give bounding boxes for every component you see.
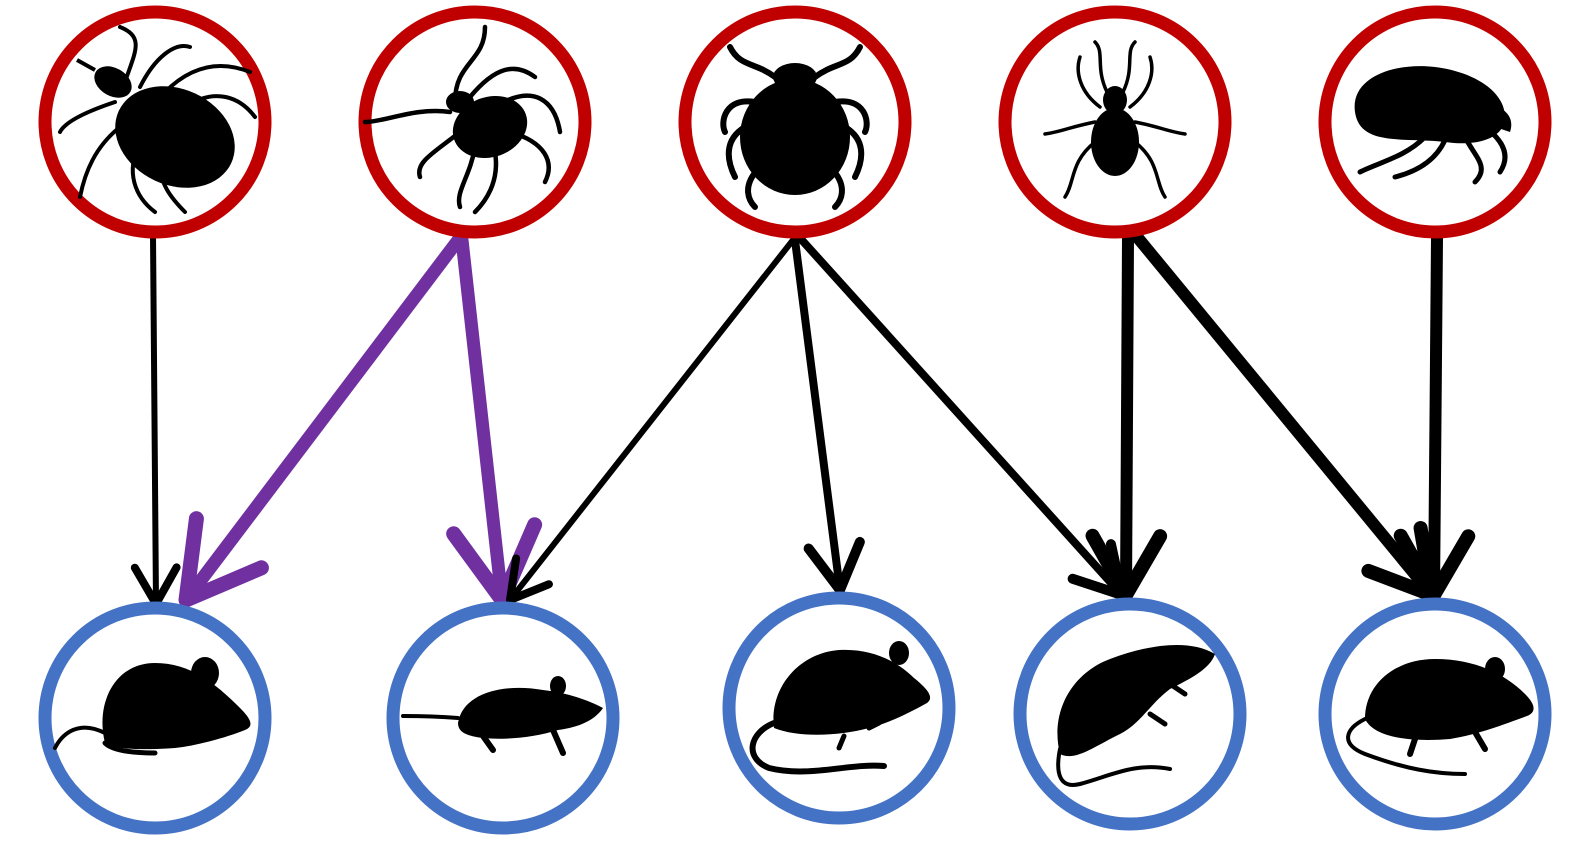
vector-node-v5 — [1325, 12, 1545, 232]
edges-layer — [135, 235, 1468, 604]
edge-line — [1138, 238, 1429, 592]
edge-v4-h5 — [1138, 238, 1432, 595]
vector-node-v4 — [1005, 12, 1225, 232]
edge-line — [188, 235, 462, 597]
edge-line — [153, 235, 156, 600]
edge-v4-h4 — [1093, 238, 1161, 595]
host-node-h5 — [1325, 604, 1545, 824]
edge-v2-h1 — [186, 235, 462, 600]
edge-line — [512, 240, 793, 597]
edge-line — [1434, 238, 1437, 591]
edge-line — [795, 240, 839, 586]
vector-node-v1 — [45, 12, 265, 232]
edge-v3-h2 — [510, 240, 793, 600]
edge-v3-h4 — [800, 238, 1122, 595]
host-node-h2 — [393, 608, 613, 828]
nodes-layer — [45, 12, 1545, 828]
vector-node-v2 — [365, 12, 585, 232]
host-node-h1 — [45, 608, 265, 828]
edge-v2-h2 — [454, 240, 535, 600]
edge-v5-h5 — [1401, 238, 1469, 595]
edge-line — [800, 238, 1119, 592]
host-node-h4 — [1020, 604, 1240, 824]
edge-line — [1126, 238, 1128, 591]
edge-v1-h1 — [135, 235, 177, 604]
vector-node-v3 — [685, 12, 905, 232]
host-node-h3 — [729, 598, 949, 818]
